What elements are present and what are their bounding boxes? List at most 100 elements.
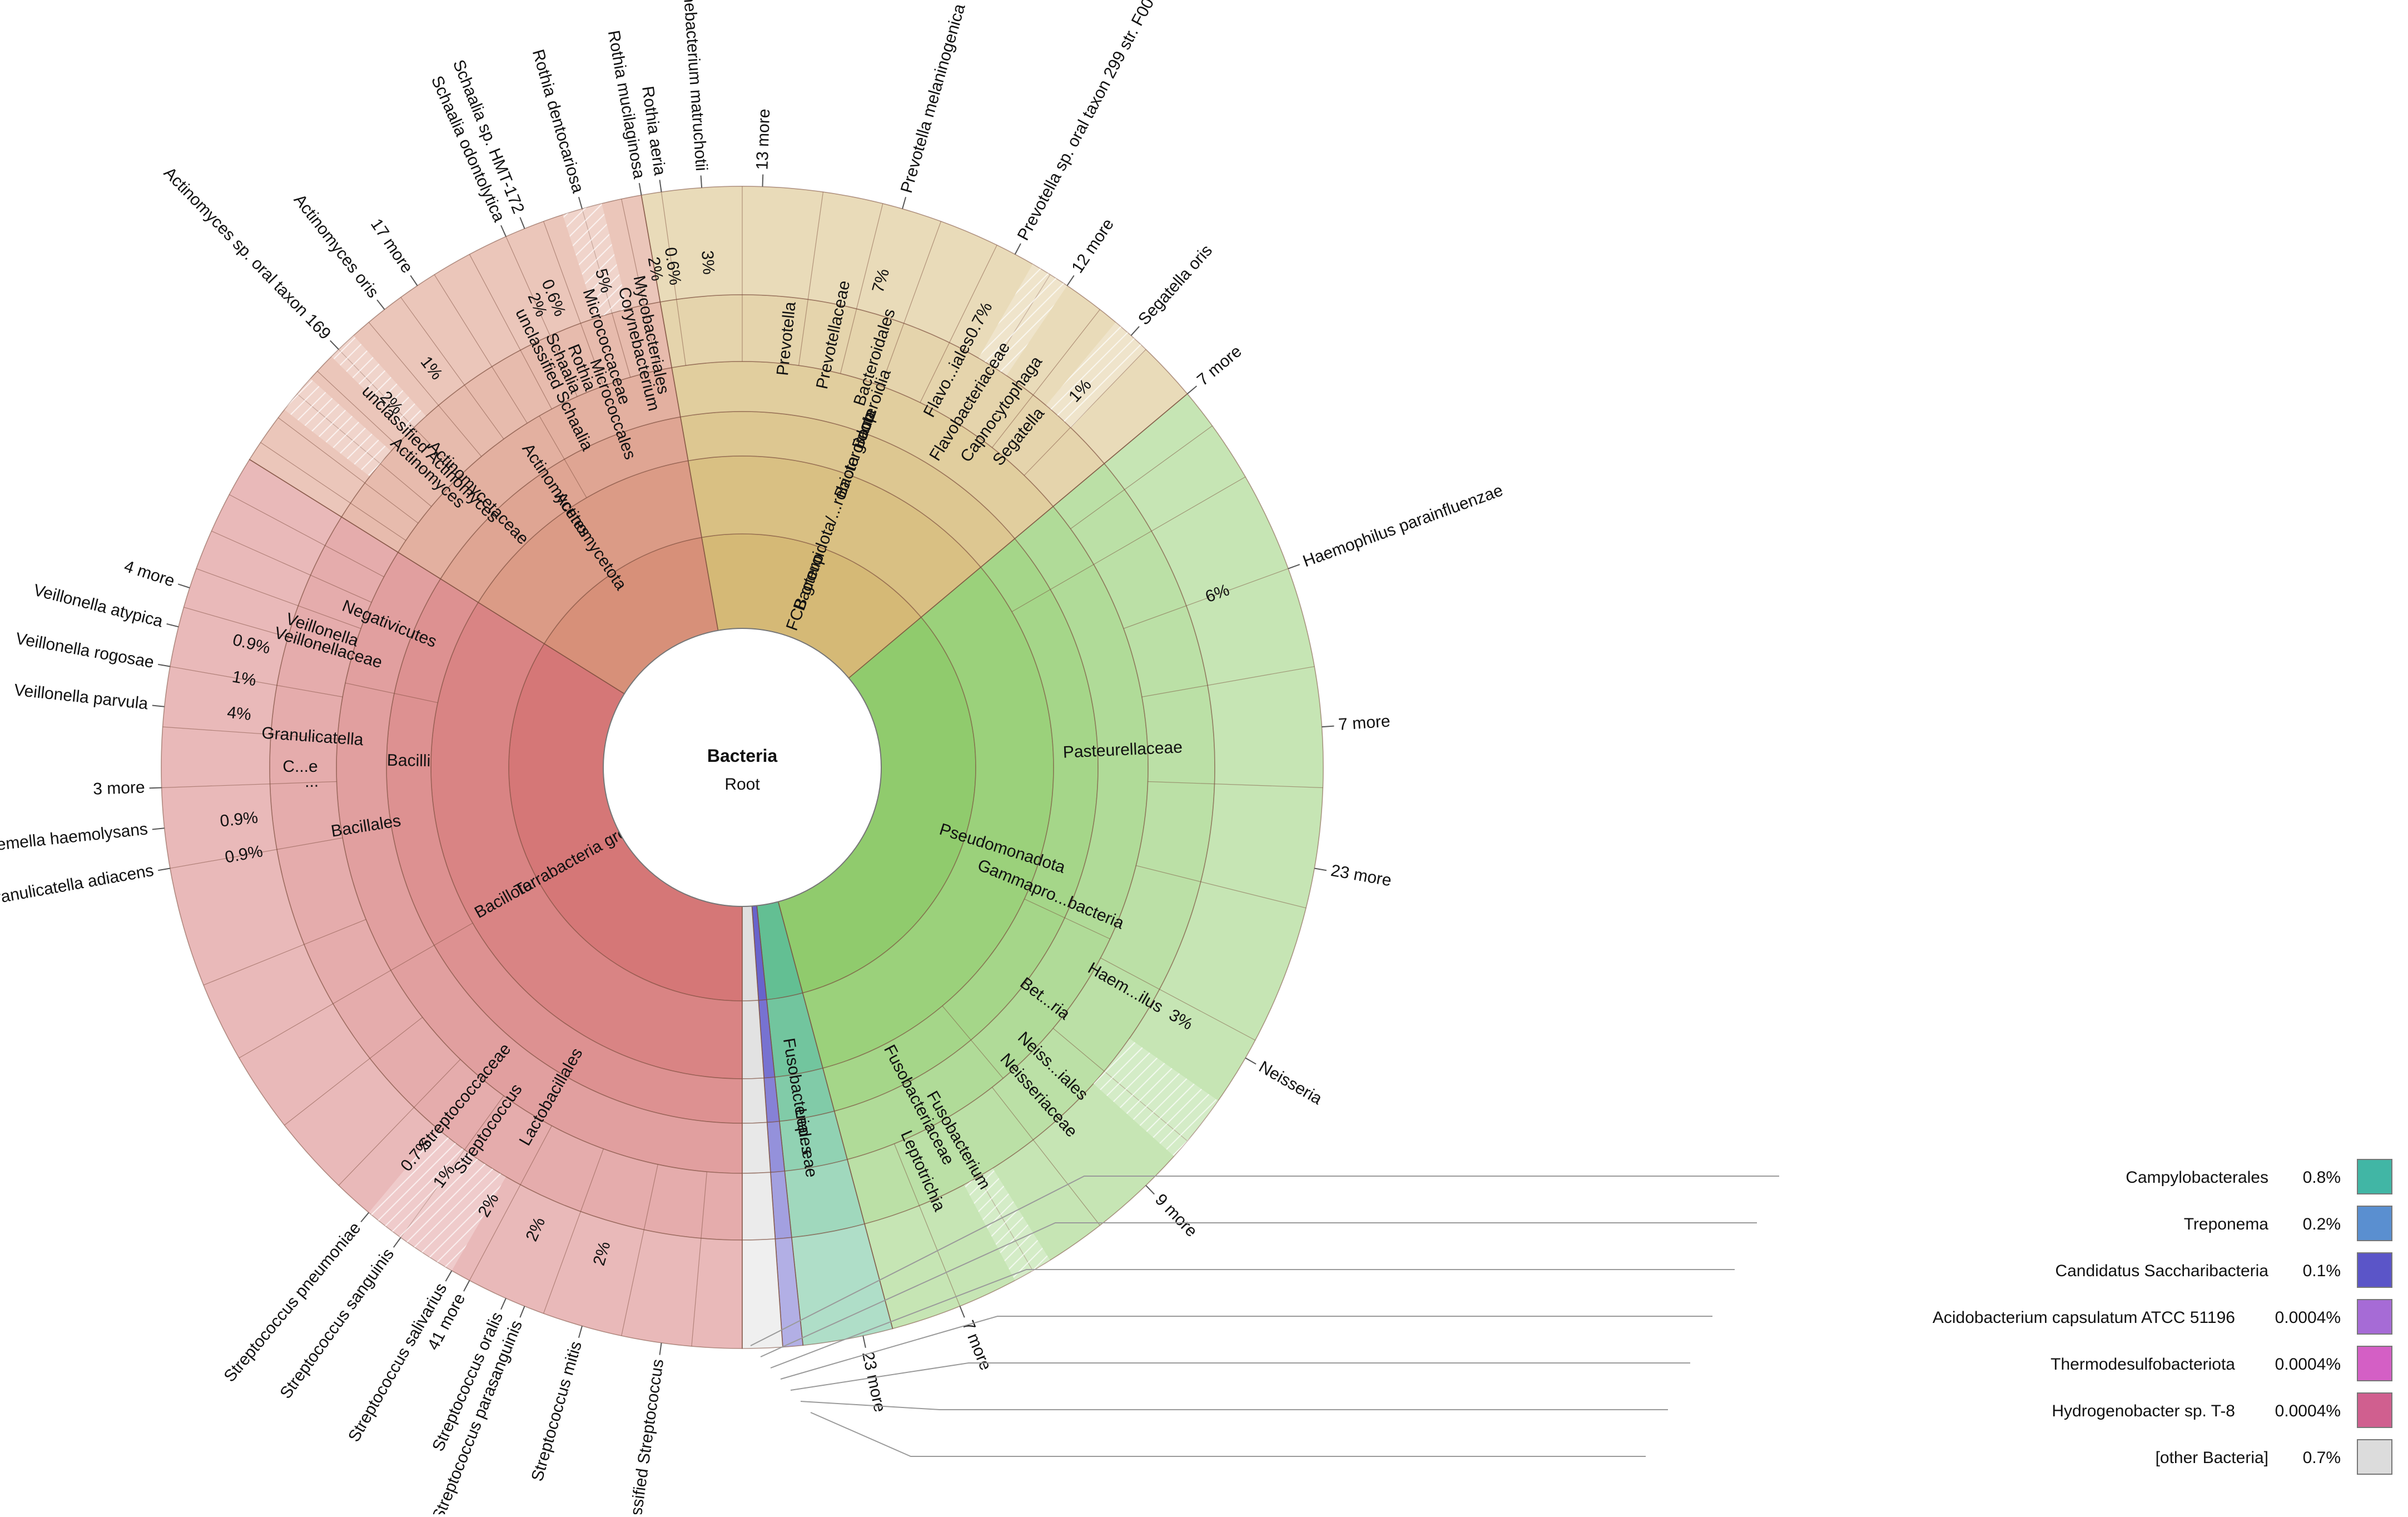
species-label: Rothia dentocariosa: [529, 47, 587, 195]
legend-percent: 0.7%: [2303, 1449, 2341, 1467]
root-title: Bacteria: [707, 746, 778, 766]
group-divider: [641, 195, 719, 631]
legend-swatch[interactable]: [2357, 1206, 2392, 1241]
ring-segment[interactable]: [641, 186, 1188, 464]
more-group-hatch[interactable]: [979, 264, 1068, 376]
leader-line: [330, 340, 339, 350]
more-group-hatch[interactable]: [369, 1129, 506, 1271]
segment-divider: [368, 322, 482, 457]
leader-line: [578, 1326, 583, 1338]
root-subtitle: Root: [724, 775, 760, 794]
leader-line: [1322, 725, 1334, 728]
leader-line: [1066, 275, 1075, 286]
segment-divider: [469, 1126, 552, 1281]
leader-line: [152, 705, 165, 707]
leader-line: [445, 1270, 453, 1282]
segment-divider: [621, 199, 658, 371]
more-group-hatch[interactable]: [964, 1168, 1050, 1281]
species-label: 9 more: [1151, 1191, 1201, 1241]
more-group-hatch[interactable]: [284, 378, 391, 477]
leader-line: [1288, 564, 1300, 569]
legend-connector: [760, 1222, 1757, 1357]
ring-segment[interactable]: [742, 1077, 768, 1124]
species-label: 17 more: [367, 215, 416, 276]
segment-divider: [317, 370, 446, 491]
center-disc[interactable]: [603, 628, 882, 907]
species-label: Actinomyces sp. oral taxon 169: [160, 163, 334, 343]
legend-connector: [790, 1362, 1690, 1391]
leader-line: [700, 175, 703, 188]
segment-divider: [543, 221, 604, 386]
segment-percent: 1%: [231, 667, 257, 690]
segment-divider: [1123, 568, 1289, 629]
more-group-hatch[interactable]: [563, 204, 628, 318]
segment-divider: [1100, 958, 1255, 1041]
segment-divider: [203, 919, 366, 986]
legend-connector: [750, 1176, 1779, 1346]
species-label: 12 more: [1068, 215, 1118, 276]
segment-divider: [621, 1164, 658, 1336]
segment-divider: [196, 568, 361, 629]
segment-percent: 2%: [644, 255, 667, 282]
species-label: Neisseria: [1256, 1058, 1325, 1108]
leader-line: [762, 174, 764, 187]
species-label: 4 more: [122, 557, 177, 591]
leader-line: [519, 1306, 525, 1318]
legend-connector: [780, 1316, 1712, 1380]
ring-label: Bacilli: [387, 751, 431, 770]
leader-line: [1186, 385, 1198, 395]
legend-percent: 0.0004%: [2275, 1355, 2341, 1374]
group-divider: [751, 906, 783, 1347]
species-label: Veillonella parvula: [13, 681, 149, 713]
legend-swatch[interactable]: [2357, 1252, 2392, 1288]
leader-line: [410, 275, 418, 286]
ring-segment[interactable]: [742, 1122, 771, 1174]
leader-line: [638, 183, 642, 196]
more-group-hatch[interactable]: [1046, 322, 1146, 428]
more-group-hatch[interactable]: [331, 335, 426, 433]
ring-segment[interactable]: [742, 1172, 776, 1241]
species-label: Prevotella melaninogenica: [897, 2, 969, 195]
legend-swatch[interactable]: [2357, 1439, 2392, 1475]
segment-divider: [211, 531, 372, 603]
species-label: 13 more: [753, 108, 773, 170]
leader-line: [166, 623, 179, 628]
segment-divider: [183, 607, 352, 656]
legend-percent: 0.1%: [2303, 1262, 2341, 1280]
legend-swatch[interactable]: [2357, 1346, 2392, 1381]
legend-swatch[interactable]: [2357, 1159, 2392, 1194]
segment-divider: [1024, 899, 1110, 940]
legend-swatch[interactable]: [2357, 1392, 2392, 1428]
species-label: 23 more: [858, 1350, 889, 1414]
segment-divider: [390, 923, 473, 971]
leader-line: [360, 1212, 370, 1223]
legend-label: Campylobacterales: [2126, 1168, 2268, 1187]
segment-divider: [162, 726, 337, 740]
species-label: Gemella haemolysans: [0, 820, 148, 855]
species-label: Actinomyces oris: [290, 191, 383, 301]
segment-divider: [338, 1059, 461, 1186]
leader-line: [500, 1298, 507, 1310]
segment-divider: [170, 666, 343, 697]
segment-divider: [345, 682, 438, 703]
segment-divider: [284, 1017, 423, 1126]
segment-divider: [278, 417, 419, 524]
leader-line: [578, 197, 583, 209]
species-label: Segatella oris: [1135, 241, 1216, 329]
species-label: unclassified Streptococcus: [622, 1358, 667, 1514]
legend-group: 0.8%Campylobacterales0.2%Treponema0.1%Ca…: [750, 1159, 2392, 1475]
group-divider: [848, 393, 1188, 678]
more-group-hatch[interactable]: [1093, 1038, 1219, 1157]
segment-divider: [1070, 425, 1213, 529]
legend-label: [other Bacteria]: [2156, 1449, 2268, 1467]
legend-swatch[interactable]: [2357, 1299, 2392, 1335]
species-label: Haemophilus parainfluenzae: [1300, 481, 1506, 571]
species-label: 3 more: [93, 778, 145, 798]
segment-divider: [170, 837, 343, 869]
leader-line: [1245, 1057, 1257, 1065]
legend-percent: 0.0004%: [2275, 1402, 2341, 1420]
segment-divider: [942, 1005, 1004, 1079]
segment-divider: [505, 236, 578, 397]
legend-connector: [800, 1401, 1668, 1410]
